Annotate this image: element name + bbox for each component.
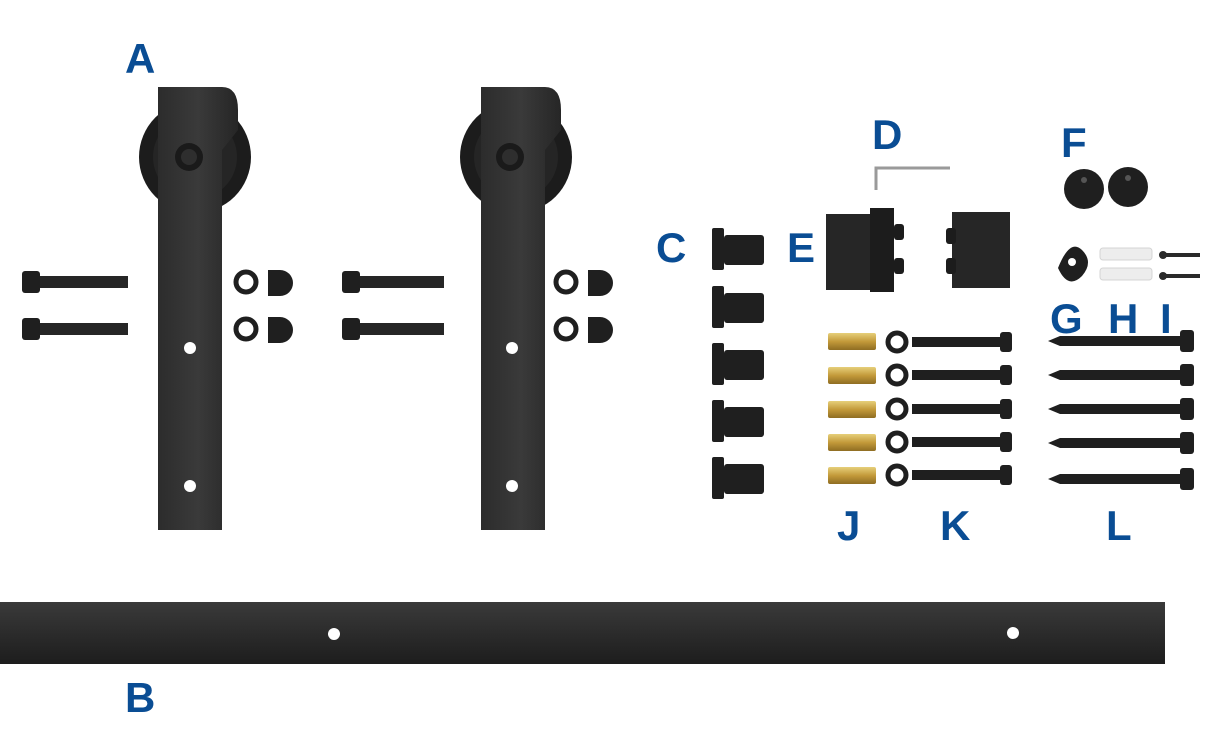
anti-jump-bracket xyxy=(1058,246,1088,282)
label-e: E xyxy=(787,224,816,271)
label-l: L xyxy=(1106,502,1132,549)
label-c: C xyxy=(656,224,687,271)
label-i: I xyxy=(1160,295,1172,342)
spacers xyxy=(712,228,764,499)
label-b: B xyxy=(125,674,156,721)
stoppers xyxy=(826,208,1010,292)
hanger-right-bolts xyxy=(342,269,613,343)
brass-inserts xyxy=(828,333,876,484)
track-rail xyxy=(0,602,1165,664)
label-k: K xyxy=(940,502,971,549)
label-h: H xyxy=(1108,295,1139,342)
lag-bolts-with-washers xyxy=(885,330,1012,487)
label-g: G xyxy=(1050,295,1083,342)
hanger-left xyxy=(139,87,251,530)
label-a: A xyxy=(125,35,156,82)
label-j: J xyxy=(837,502,861,549)
long-bolts xyxy=(1048,330,1194,490)
label-d: D xyxy=(872,111,903,158)
hanger-left-bolts xyxy=(22,269,293,343)
hanger-right xyxy=(460,87,572,530)
floor-guides xyxy=(1064,167,1148,209)
allen-wrench xyxy=(874,166,950,190)
label-f: F xyxy=(1061,119,1087,166)
wall-anchors xyxy=(1099,247,1153,281)
small-screws xyxy=(1159,251,1200,280)
